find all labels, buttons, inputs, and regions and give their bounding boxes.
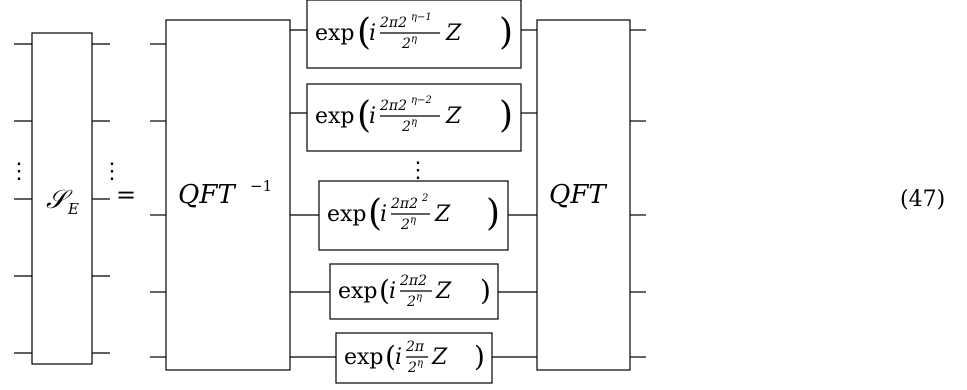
- gate-2-operator: Z: [445, 104, 462, 129]
- qft-inverse-label: QFT: [178, 180, 236, 210]
- se-gate-subscript: E: [67, 200, 79, 218]
- gate-3-denominator-exp: η: [410, 215, 416, 226]
- lhs-wires-right: [92, 43, 110, 354]
- phase-gate-4: exp ( i 2π2 2 η Z ): [329, 263, 499, 320]
- gate-4-denominator: 2: [406, 294, 416, 310]
- rhs-wires: [150, 29, 646, 358]
- lhs-vdots-left: ⋮: [8, 159, 30, 184]
- gate-5-rparen: ): [474, 340, 485, 373]
- lhs-circuit: 𝒮 E ⋮ ⋮: [8, 32, 123, 365]
- gate-3-numerator: 2π2: [390, 196, 418, 212]
- gate-4-rparen: ): [480, 274, 491, 307]
- se-gate-box: [31, 32, 93, 365]
- gate-3-operator: Z: [434, 202, 451, 227]
- gate-1-numerator-exp: η−1: [411, 12, 432, 23]
- gate-1-numerator: 2π2: [379, 15, 407, 31]
- gate-2-func: exp: [315, 104, 355, 129]
- qft-gate: QFT: [536, 19, 631, 371]
- gate-1-operator: Z: [445, 21, 462, 46]
- gate-1-rparen: ): [499, 12, 513, 53]
- gate-1-i: i: [369, 21, 376, 46]
- gate-5-func: exp: [344, 345, 384, 370]
- gate-2-denominator: 2: [401, 119, 411, 135]
- gate-2-i: i: [369, 104, 376, 129]
- equation-number: (47): [900, 187, 945, 212]
- gate-4-lparen: (: [379, 274, 390, 307]
- gate-4-func: exp: [338, 279, 378, 304]
- gates-vdots: ⋮: [407, 158, 429, 183]
- gate-2-lparen: (: [357, 95, 371, 136]
- phase-gate-1: exp ( i 2π2 η−1 2 η Z ): [306, 0, 522, 69]
- equals-sign: =: [116, 181, 136, 209]
- gate-2-denominator-exp: η: [411, 117, 417, 128]
- gate-3-rparen: ): [486, 193, 500, 234]
- gate-1-func: exp: [315, 21, 355, 46]
- lhs-wires-left: [14, 43, 32, 354]
- gate-5-operator: Z: [431, 345, 448, 370]
- phase-gate-2: exp ( i 2π2 η−2 2 η Z ): [306, 83, 522, 152]
- phase-gate-3: exp ( i 2π2 2 2 η Z ): [318, 180, 509, 251]
- gate-5-i: i: [395, 345, 402, 370]
- gate-1-lparen: (: [357, 12, 371, 53]
- gate-4-numerator: 2π2: [399, 273, 427, 289]
- gate-1-denominator: 2: [401, 36, 411, 52]
- gate-2-rparen: ): [499, 95, 513, 136]
- gate-2-numerator-exp: η−2: [411, 95, 432, 106]
- gate-3-lparen: (: [368, 193, 382, 234]
- gate-4-operator: Z: [435, 279, 452, 304]
- gate-4-i: i: [389, 279, 396, 304]
- gate-5-denominator-exp: η: [417, 358, 423, 369]
- gate-3-denominator: 2: [400, 217, 410, 233]
- gate-3-i: i: [380, 202, 387, 227]
- qft-label: QFT: [549, 180, 607, 210]
- gate-2-numerator: 2π2: [379, 98, 407, 114]
- gate-3-numerator-exp: 2: [421, 193, 428, 204]
- qft-inverse-gate: QFT −1: [165, 19, 291, 371]
- gate-5-denominator: 2: [407, 360, 417, 376]
- gate-3-func: exp: [327, 202, 367, 227]
- qft-inverse-superscript: −1: [250, 177, 272, 195]
- lhs-vdots-right: ⋮: [101, 159, 123, 184]
- gate-5-numerator: 2π: [405, 339, 425, 355]
- gate-1-denominator-exp: η: [411, 34, 417, 45]
- gate-4-denominator-exp: η: [416, 292, 422, 303]
- gate-5-lparen: (: [385, 340, 396, 373]
- phase-gate-5: exp ( i 2π 2 η Z ): [335, 332, 493, 384]
